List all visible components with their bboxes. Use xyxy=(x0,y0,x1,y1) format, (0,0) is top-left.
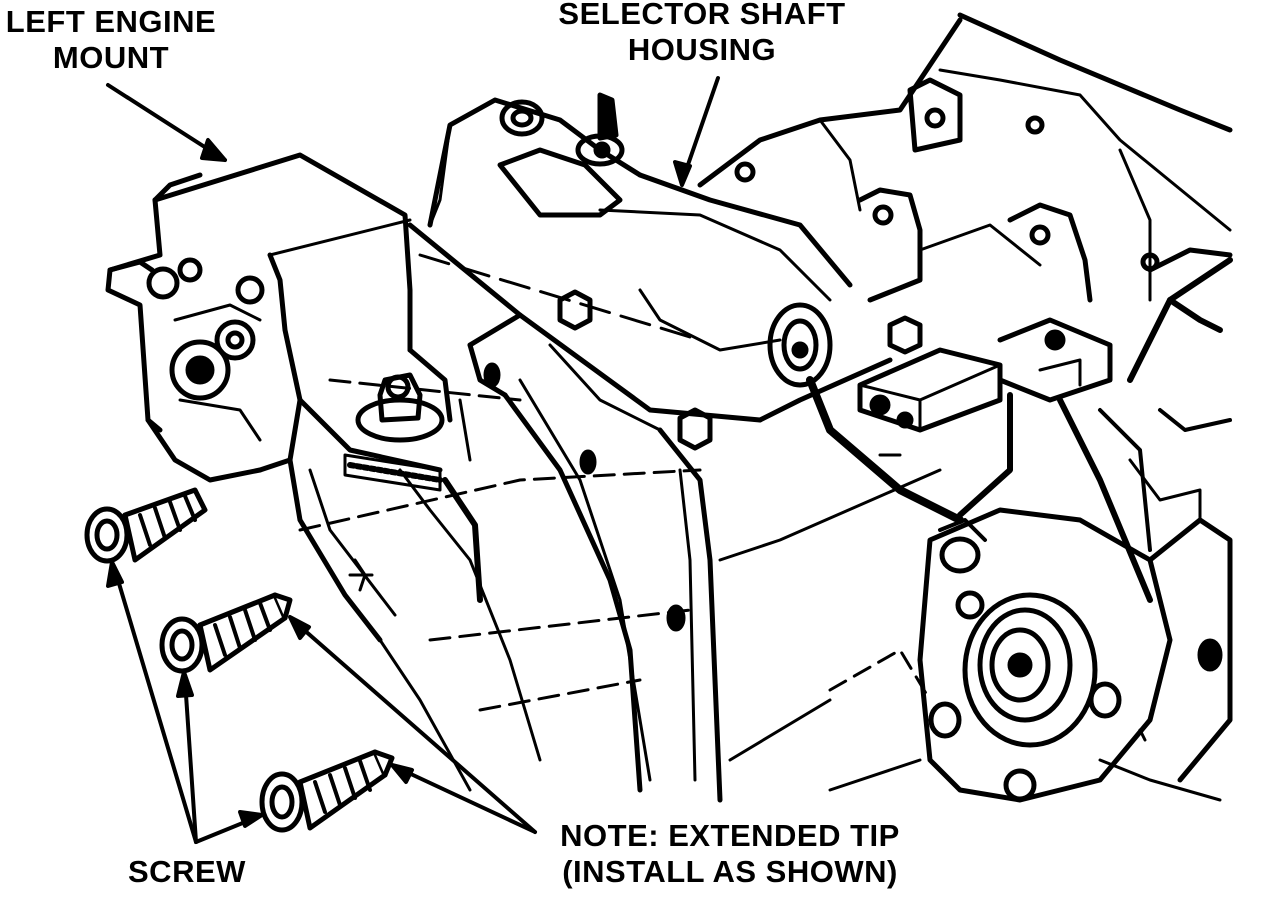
selector-shaft-housing-label-line1: SELECTOR SHAFT xyxy=(558,0,846,31)
screws xyxy=(84,487,395,833)
leader-lines xyxy=(106,76,720,844)
screw-3 xyxy=(259,749,395,833)
selector-shaft-housing-label: SELECTOR SHAFT HOUSING xyxy=(552,0,852,68)
screw-label: SCREW xyxy=(128,854,246,889)
note-label-line1: NOTE: EXTENDED TIP xyxy=(560,818,900,853)
selector-linkage xyxy=(806,297,1232,603)
transaxle-case xyxy=(298,222,942,803)
note-label: NOTE: EXTENDED TIP (INSTALL AS SHOWN) xyxy=(540,818,920,890)
upper-right-casting xyxy=(697,12,1233,383)
selector-shaft-housing xyxy=(427,92,853,388)
left-engine-mount xyxy=(105,152,453,643)
left-engine-mount-label: LEFT ENGINE MOUNT xyxy=(0,4,222,76)
note-label-line2: (INSTALL AS SHOWN) xyxy=(562,854,898,889)
selector-shaft-housing-label-line2: HOUSING xyxy=(627,32,777,67)
screw-1 xyxy=(84,487,208,564)
left-engine-mount-label-line2: MOUNT xyxy=(52,40,170,75)
detail-marks xyxy=(348,398,1147,742)
screw-2 xyxy=(159,592,293,674)
differential-cover xyxy=(828,458,1233,803)
left-engine-mount-label-line1: LEFT ENGINE xyxy=(5,4,217,39)
